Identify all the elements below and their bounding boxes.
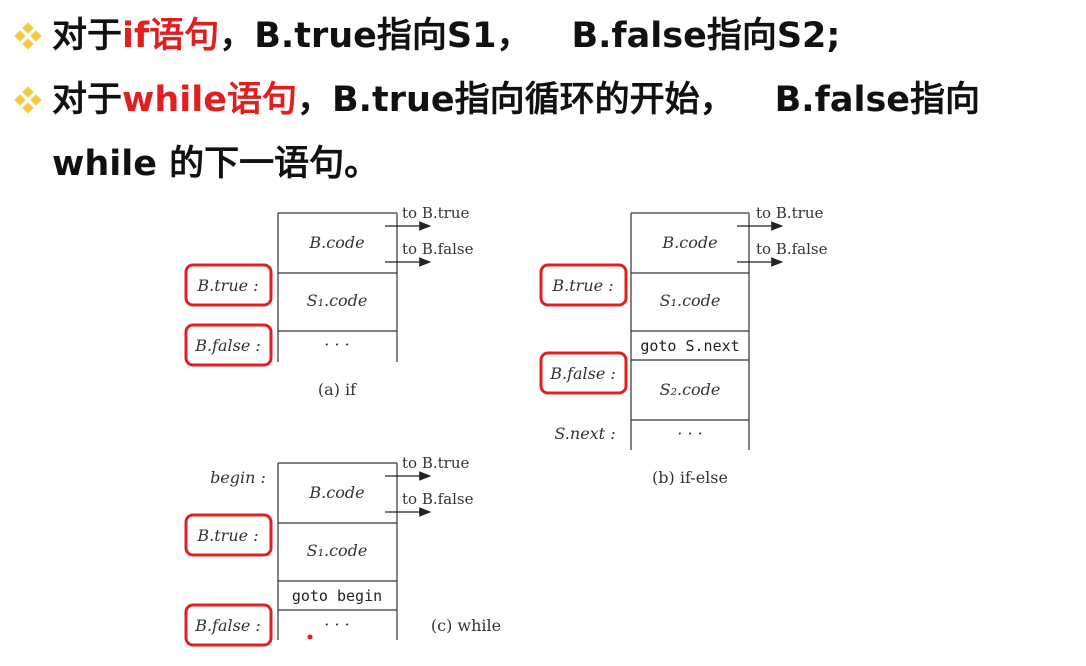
highlight-box-true [539, 263, 628, 307]
cell-s1code: S₁.code [307, 291, 368, 310]
cell-goto-snext: goto S.next [640, 337, 739, 355]
diamond-bullet-icon [14, 86, 42, 114]
arrow-label-true: to B.true [402, 204, 469, 222]
caption-if: (a) if [318, 380, 357, 399]
bullet-line-if: 对于if语句，B.true指向S1， B.false指向S2; [52, 16, 840, 56]
bullet-line-continuation: while 的下一语句。 [52, 144, 379, 184]
highlight-box-true [184, 513, 273, 557]
arrow-label-false: to B.false [756, 240, 828, 258]
highlight-box-true [184, 263, 273, 307]
arrow-label-false: to B.false [402, 240, 474, 258]
label-btrue: B.true : [196, 526, 258, 545]
keyword-if: if语句 [122, 16, 220, 56]
cell-bcode: B.code [661, 233, 717, 252]
keyword-while: while语句 [122, 80, 297, 120]
diamond-bullet-icon [14, 22, 42, 50]
bullet-rest: ，B.true指向S1， [219, 16, 532, 56]
bullet-rest2: B.false指向 [774, 80, 981, 120]
bullet-prefix: 对于 [52, 16, 123, 56]
arrow-label-false: to B.false [402, 490, 474, 508]
label-btrue: B.true : [196, 276, 258, 295]
diagram-while [184, 462, 432, 647]
cell-goto-begin: goto begin [292, 587, 382, 605]
cell-bcode: B.code [308, 483, 364, 502]
bullet-prefix: 对于 [52, 80, 123, 120]
red-dot-marker [307, 634, 313, 640]
highlight-box-false [184, 323, 273, 367]
bullet-rest2: B.false指向S2; [571, 16, 841, 56]
label-btrue: B.true : [551, 276, 613, 295]
highlight-box-false [539, 351, 628, 395]
label-bfalse: B.false : [549, 364, 616, 383]
cell-bcode: B.code [308, 233, 364, 252]
label-bfalse: B.false : [194, 336, 261, 355]
label-begin: begin : [210, 468, 266, 487]
caption-while: (c) while [431, 616, 501, 635]
cell-s1code: S₁.code [660, 291, 721, 310]
arrow-label-true: to B.true [756, 204, 823, 222]
bullet-line-while: 对于while语句，B.true指向循环的开始， B.false指向 [52, 80, 980, 120]
bullet-rest: ，B.true指向循环的开始， [297, 80, 735, 120]
caption-ifelse: (b) if-else [652, 468, 728, 487]
cell-ellipsis: · · · [324, 615, 349, 634]
cell-ellipsis: · · · [324, 335, 349, 354]
diagram-if [184, 212, 432, 367]
cell-s1code: S₁.code [307, 541, 368, 560]
label-snext: S.next : [554, 424, 615, 443]
highlight-box-false [184, 603, 273, 647]
cell-s2code: S₂.code [660, 380, 721, 399]
bullet-continuation: while 的下一语句。 [52, 144, 380, 184]
cell-ellipsis: · · · [677, 424, 702, 443]
arrow-label-true: to B.true [402, 454, 469, 472]
diagram-ifelse [539, 212, 784, 450]
label-bfalse: B.false : [194, 616, 261, 635]
